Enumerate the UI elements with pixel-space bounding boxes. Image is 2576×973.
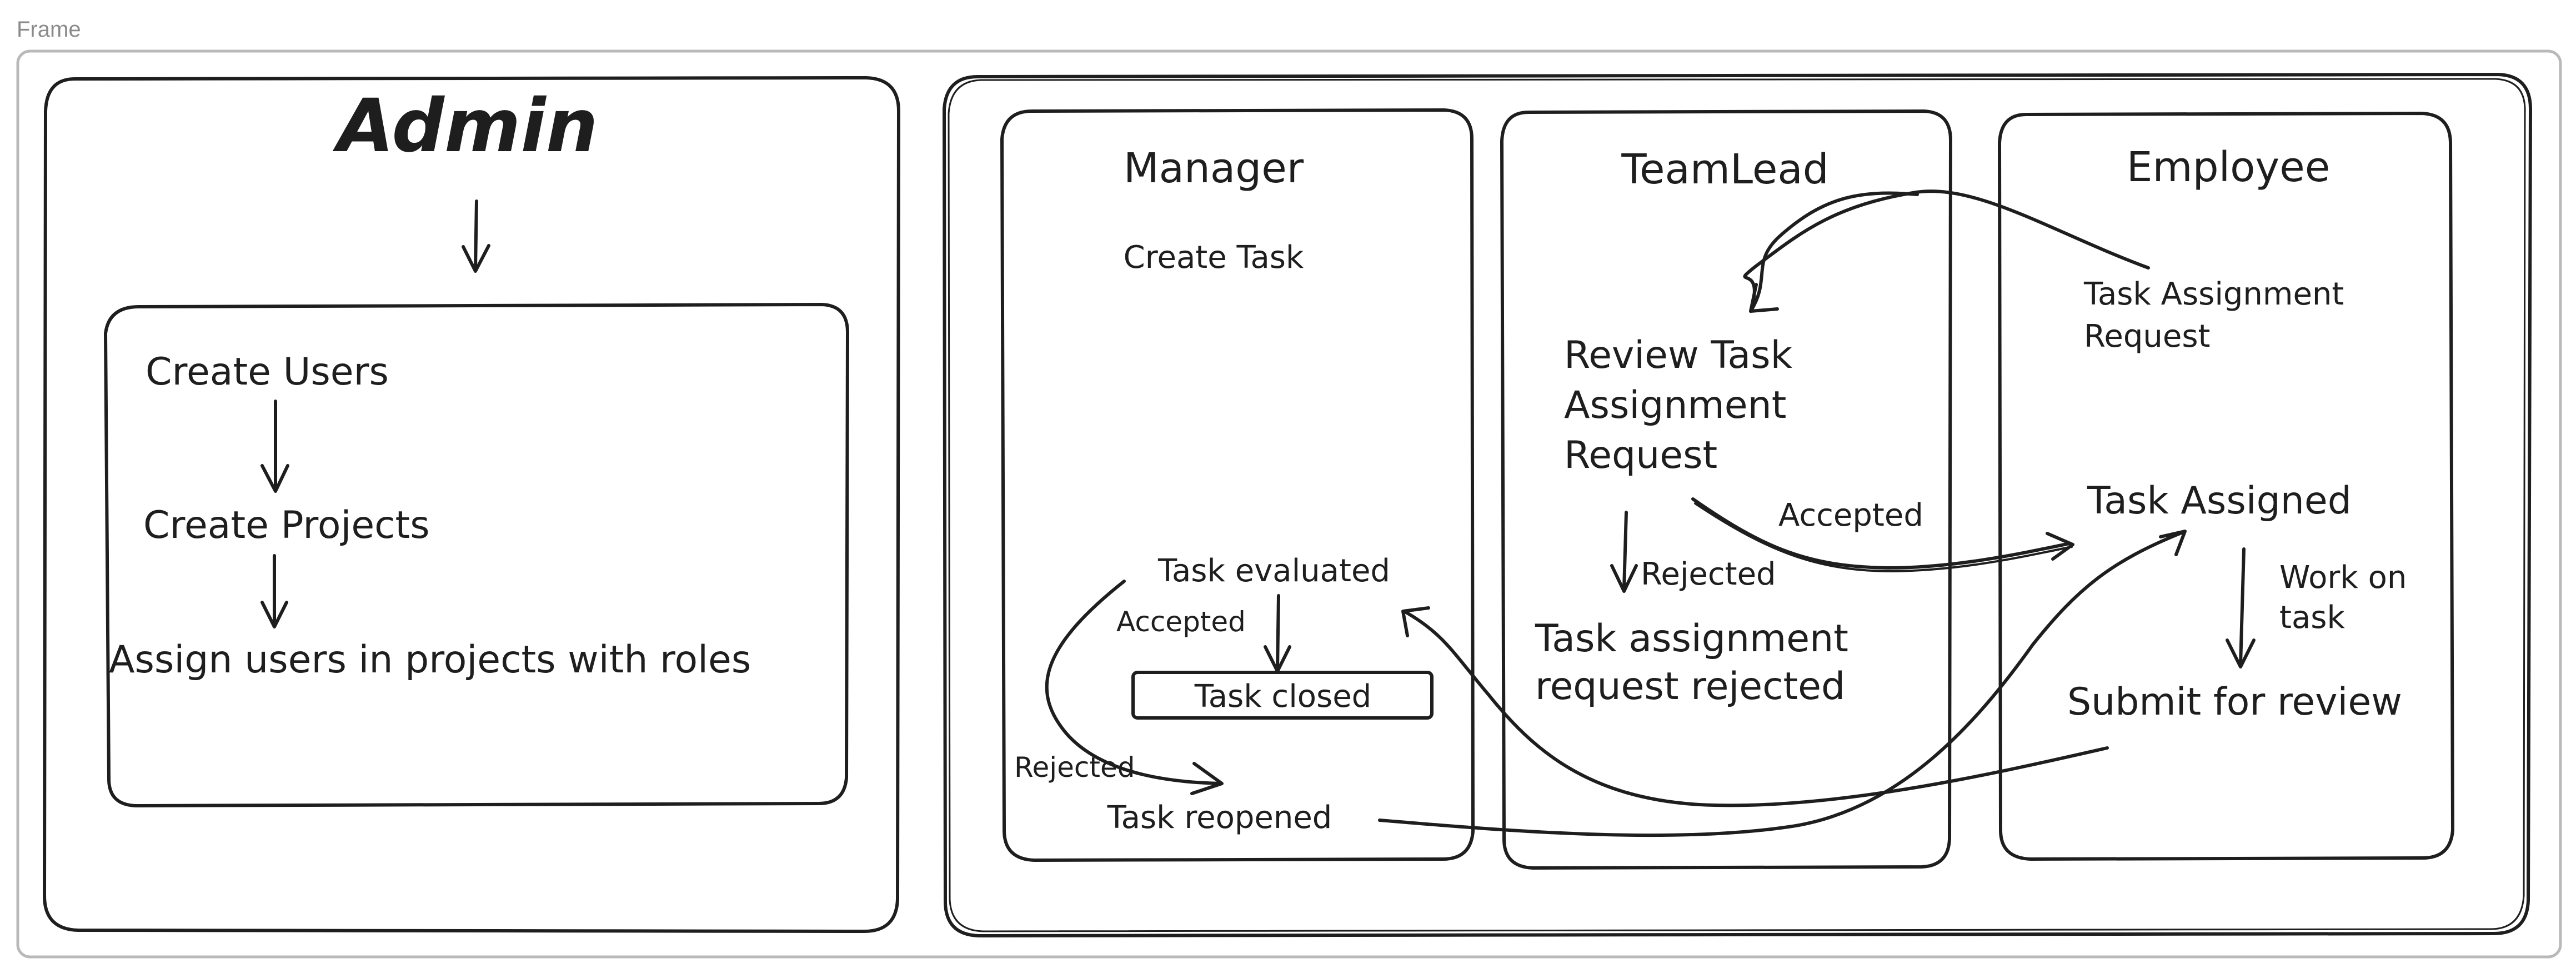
employee-work-on-task-line-2: task: [2279, 600, 2345, 636]
admin-steps-box: [104, 303, 849, 807]
manager-arrowhead-rejected: [1190, 762, 1224, 795]
manager-lane-border: [1000, 108, 1475, 862]
employee-assignment-request-line-1: Task Assignment: [2083, 276, 2344, 312]
arrowhead-request-to-review: [1749, 283, 1779, 313]
arrow-reopened-to-assigned: [1378, 531, 2184, 837]
manager-title: Manager: [1124, 144, 1304, 192]
teamlead-lane: TeamLead Review Task Assignment Request …: [1500, 109, 1952, 870]
admin-step-create-users: Create Users: [146, 350, 389, 394]
teamlead-rejected-label: Rejected: [1641, 556, 1776, 592]
employee-lane: Employee Task Assignment Request Task As…: [1998, 112, 2454, 861]
arrow-review-accepted-to-assigned: [1691, 497, 2071, 570]
admin-arrowhead-users-projects: [260, 464, 289, 493]
teamlead-title: TeamLead: [1621, 146, 1828, 193]
manager-arrow-evaluated-closed: [1276, 594, 1280, 671]
manager-rejected-label: Rejected: [1014, 751, 1135, 784]
employee-arrowhead-assigned-submit: [2226, 638, 2256, 668]
employee-task-assigned: Task Assigned: [2087, 479, 2352, 523]
admin-panel-border: [43, 76, 900, 933]
teamlead-request-rejected-line-1: Task assignment: [1535, 617, 1848, 661]
employee-lane-border: [1998, 112, 2454, 861]
workflow-panel-border-stroke2: [948, 78, 2526, 932]
arrow-review-accepted-to-assigned-stroke2: [1694, 502, 2073, 572]
employee-title: Employee: [2127, 143, 2331, 191]
arrow-request-to-review: [1743, 189, 2150, 313]
manager-task-evaluated: Task evaluated: [1157, 553, 1390, 589]
workflow-panel-border: [943, 73, 2532, 937]
manager-task-closed: Task closed: [1194, 678, 1371, 715]
manager-lane: Manager Create Task Task evaluated Accep…: [1000, 108, 1475, 862]
admin-step-assign-users: Assign users in projects with roles: [109, 638, 751, 682]
manager-accepted-label: Accepted: [1116, 606, 1246, 638]
teamlead-lane-border: [1500, 109, 1952, 870]
manager-create-task: Create Task: [1124, 239, 1304, 276]
teamlead-review-line-2: Assignment: [1564, 383, 1786, 427]
manager-task-closed-box: [1131, 671, 1434, 720]
teamlead-arrowhead-rejected: [1610, 564, 1638, 593]
arrow-request-to-review-tail: [1749, 191, 1919, 313]
teamlead-request-rejected-line-2: request rejected: [1535, 665, 1845, 708]
teamlead-review-line-1: Review Task: [1564, 333, 1793, 377]
admin-panel: Admin Create Users Create Projects Assig…: [43, 76, 900, 933]
arrowhead-submit-to-evaluated: [1401, 606, 1430, 637]
frame-label: Frame: [17, 17, 81, 42]
teamlead-review-line-3: Request: [1564, 433, 1717, 477]
arrowhead-review-accepted-to-assigned: [2046, 532, 2074, 561]
admin-title: Admin: [332, 83, 598, 169]
employee-work-on-task-line-1: Work on: [2279, 560, 2407, 596]
admin-down-arrow: [474, 199, 478, 271]
employee-assignment-request-line-2: Request: [2084, 318, 2210, 355]
teamlead-arrow-rejected: [1622, 511, 1628, 591]
arrowhead-reopened-to-assigned: [2159, 530, 2187, 556]
admin-step-create-projects: Create Projects: [143, 503, 430, 547]
frame-border: [16, 49, 2562, 959]
employee-arrow-assigned-submit: [2239, 547, 2246, 666]
admin-arrowhead-projects-assign: [260, 601, 288, 628]
manager-arrow-rejected: [1045, 580, 1221, 785]
employee-submit-for-review: Submit for review: [2067, 680, 2402, 724]
admin-down-arrowhead: [462, 244, 490, 273]
manager-task-reopened: Task reopened: [1107, 800, 1332, 836]
teamlead-accepted-label: Accepted: [1778, 497, 1923, 533]
arrow-submit-to-evaluated: [1402, 610, 2109, 807]
